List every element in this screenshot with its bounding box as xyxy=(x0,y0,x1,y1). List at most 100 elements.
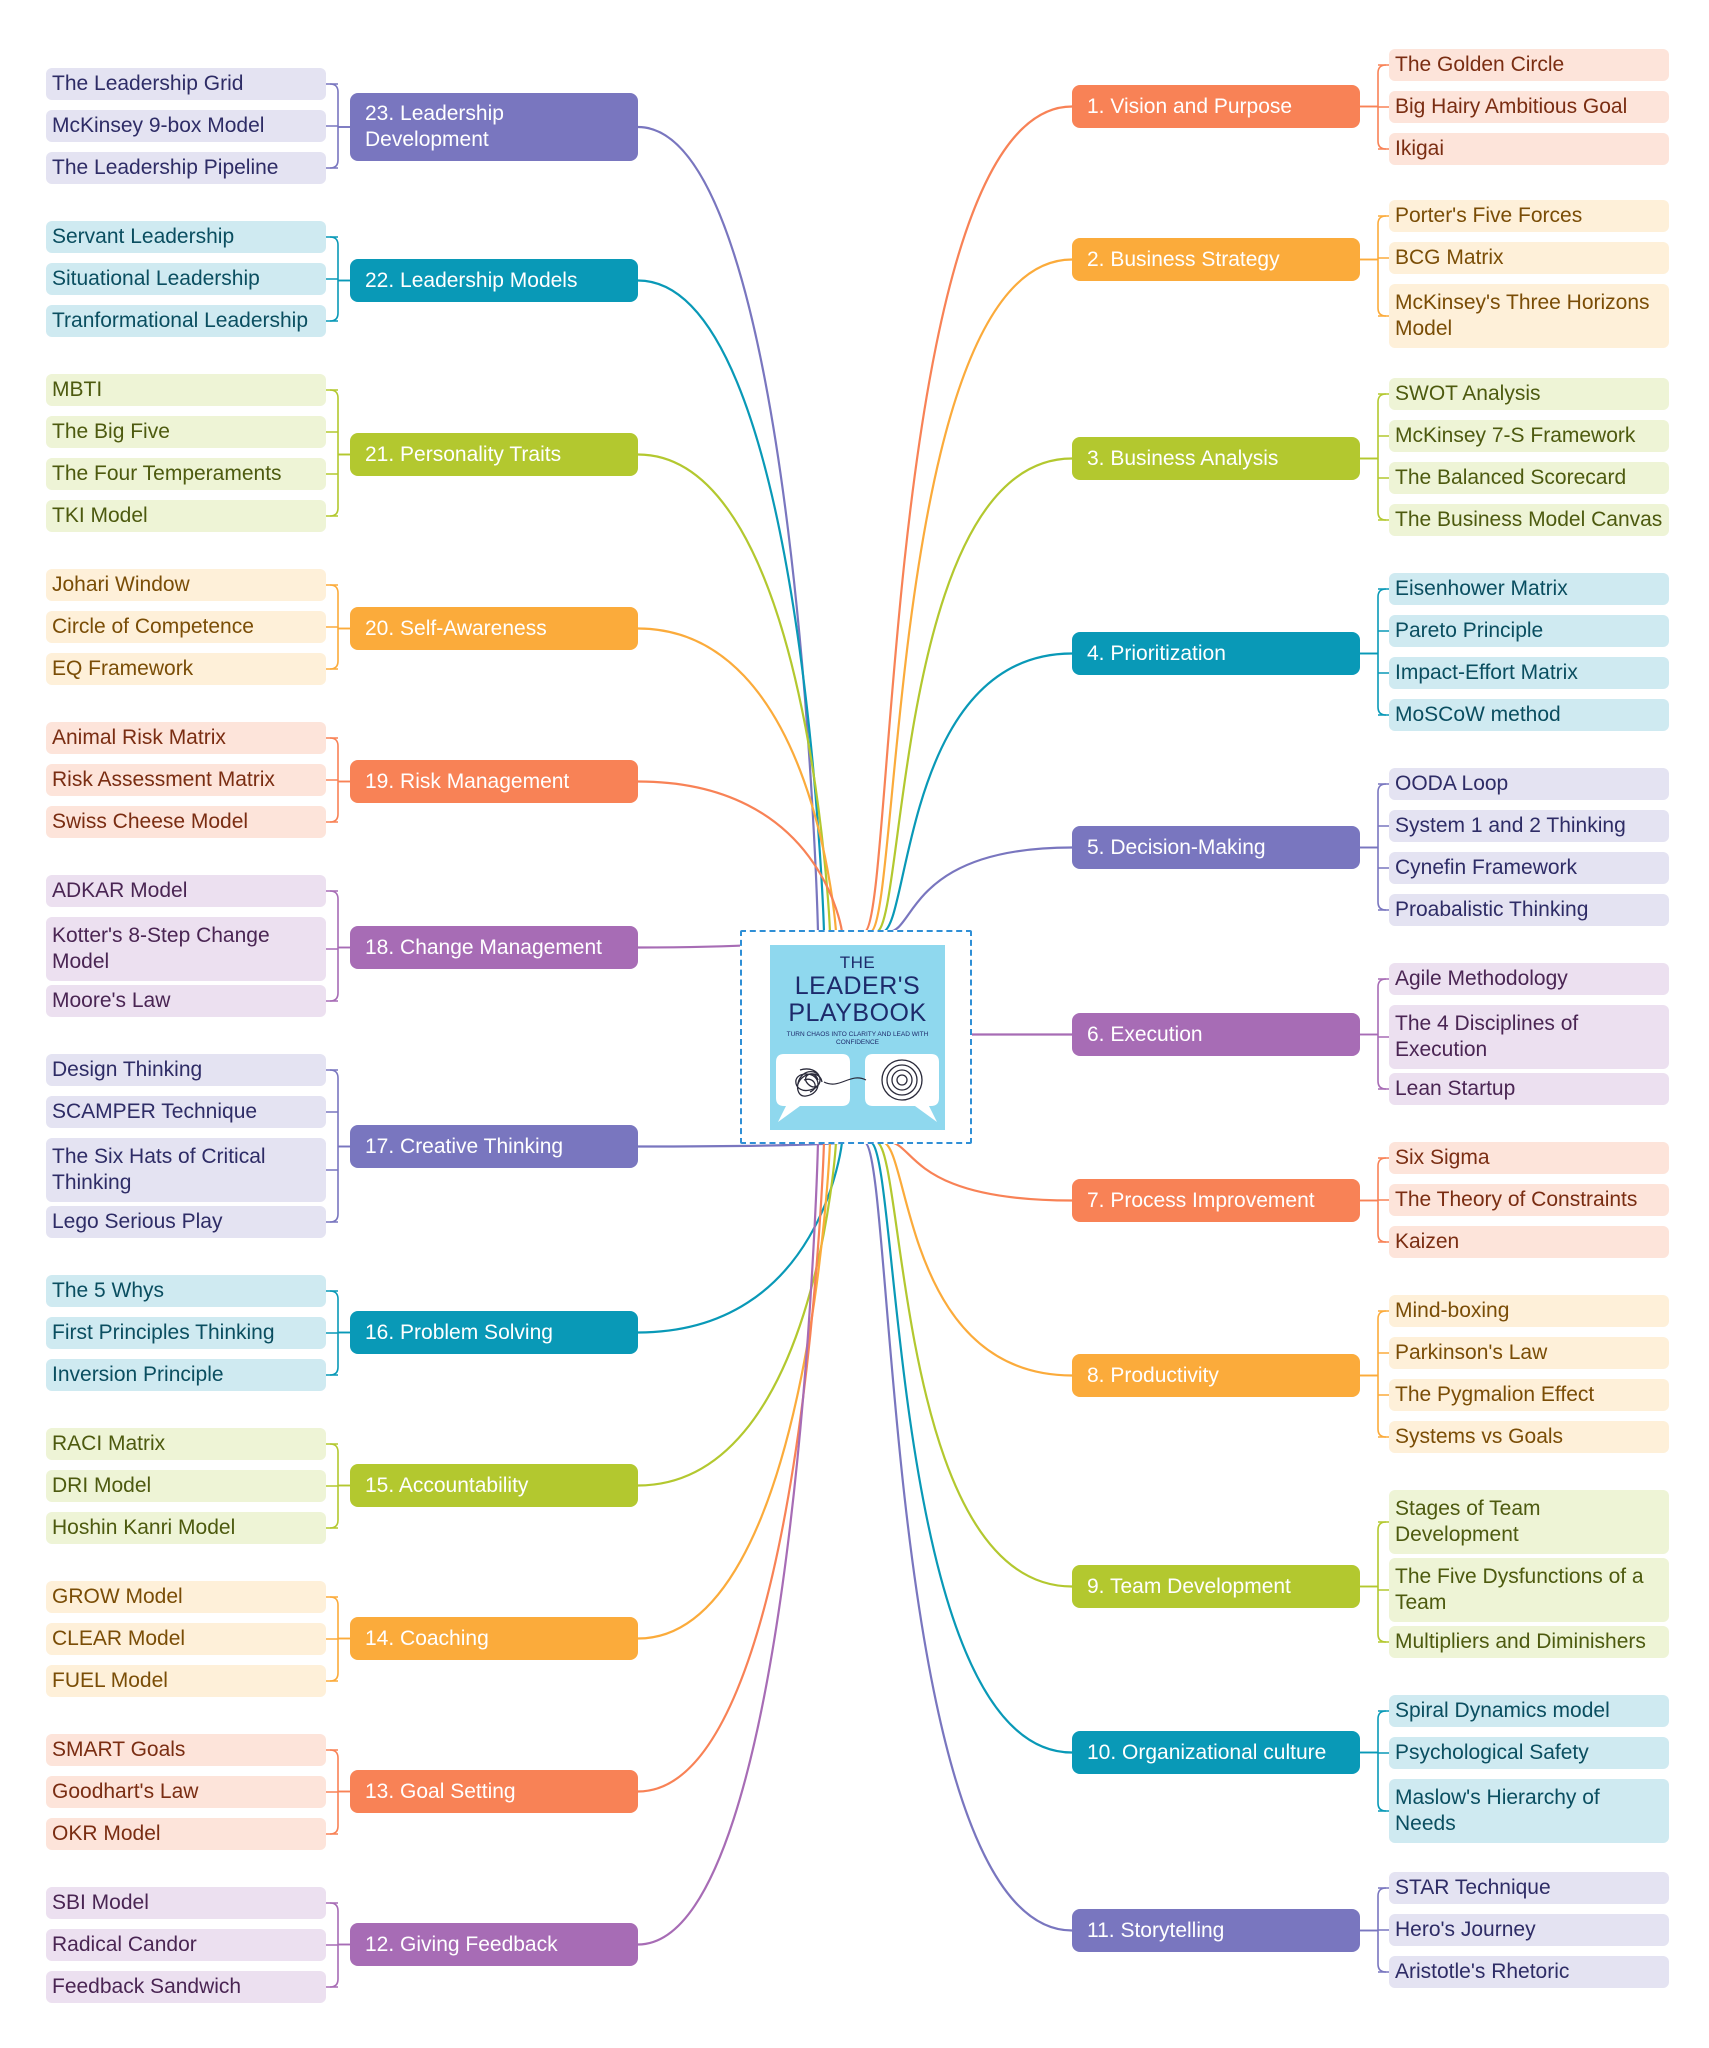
subtopic-sbi-model[interactable]: SBI Model xyxy=(46,1887,326,1919)
topic-8-productivity[interactable]: 8. Productivity xyxy=(1072,1354,1360,1397)
subtopic-inversion-principle[interactable]: Inversion Principle xyxy=(46,1359,326,1391)
subtopic-system-1-and-2-thinking[interactable]: System 1 and 2 Thinking xyxy=(1389,810,1669,842)
subtopic-psychological-safety[interactable]: Psychological Safety xyxy=(1389,1737,1669,1769)
topic-14-coaching[interactable]: 14. Coaching xyxy=(350,1617,638,1660)
subtopic-lego-serious-play[interactable]: Lego Serious Play xyxy=(46,1206,326,1238)
subtopic-parkinson-s-law[interactable]: Parkinson's Law xyxy=(1389,1337,1669,1369)
topic-11-storytelling[interactable]: 11. Storytelling xyxy=(1072,1909,1360,1952)
subtopic-proabalistic-thinking[interactable]: Proabalistic Thinking xyxy=(1389,894,1669,926)
topic-19-risk-management[interactable]: 19. Risk Management xyxy=(350,760,638,803)
subtopic-pareto-principle[interactable]: Pareto Principle xyxy=(1389,615,1669,647)
subtopic-goodhart-s-law[interactable]: Goodhart's Law xyxy=(46,1776,326,1808)
subtopic-the-four-temperaments[interactable]: The Four Temperaments xyxy=(46,458,326,490)
subtopic-the-theory-of-constraints[interactable]: The Theory of Constraints xyxy=(1389,1184,1669,1216)
subtopic-scamper-technique[interactable]: SCAMPER Technique xyxy=(46,1096,326,1128)
subtopic-hoshin-kanri-model[interactable]: Hoshin Kanri Model xyxy=(46,1512,326,1544)
subtopic-adkar-model[interactable]: ADKAR Model xyxy=(46,875,326,907)
subtopic-moore-s-law[interactable]: Moore's Law xyxy=(46,985,326,1017)
topic-18-change-management[interactable]: 18. Change Management xyxy=(350,926,638,969)
subtopic-the-balanced-scorecard[interactable]: The Balanced Scorecard xyxy=(1389,462,1669,494)
subtopic-design-thinking[interactable]: Design Thinking xyxy=(46,1054,326,1086)
subtopic-mind-boxing[interactable]: Mind-boxing xyxy=(1389,1295,1669,1327)
subtopic-eisenhower-matrix[interactable]: Eisenhower Matrix xyxy=(1389,573,1669,605)
topic-15-accountability[interactable]: 15. Accountability xyxy=(350,1464,638,1507)
subtopic-grow-model[interactable]: GROW Model xyxy=(46,1581,326,1613)
topic-7-process-improvement[interactable]: 7. Process Improvement xyxy=(1072,1179,1360,1222)
topic-20-self-awareness[interactable]: 20. Self-Awareness xyxy=(350,607,638,650)
subtopic-mbti[interactable]: MBTI xyxy=(46,374,326,406)
subtopic-spiral-dynamics-model[interactable]: Spiral Dynamics model xyxy=(1389,1695,1669,1727)
subtopic-eq-framework[interactable]: EQ Framework xyxy=(46,653,326,685)
subtopic-radical-candor[interactable]: Radical Candor xyxy=(46,1929,326,1961)
subtopic-raci-matrix[interactable]: RACI Matrix xyxy=(46,1428,326,1460)
topic-6-execution[interactable]: 6. Execution xyxy=(1072,1013,1360,1056)
topic-5-decision-making[interactable]: 5. Decision-Making xyxy=(1072,826,1360,869)
topic-21-personality-traits[interactable]: 21. Personality Traits xyxy=(350,433,638,476)
subtopic-the-business-model-canvas[interactable]: The Business Model Canvas xyxy=(1389,504,1669,536)
subtopic-mckinsey-9-box-model[interactable]: McKinsey 9-box Model xyxy=(46,110,326,142)
subtopic-star-technique[interactable]: STAR Technique xyxy=(1389,1872,1669,1904)
subtopic-feedback-sandwich[interactable]: Feedback Sandwich xyxy=(46,1971,326,2003)
topic-22-leadership-models[interactable]: 22. Leadership Models xyxy=(350,259,638,302)
topic-10-organizational-culture[interactable]: 10. Organizational culture xyxy=(1072,1731,1360,1774)
subtopic-label: Multipliers and Diminishers xyxy=(1395,1629,1646,1655)
subtopic-aristotle-s-rhetoric[interactable]: Aristotle's Rhetoric xyxy=(1389,1956,1669,1988)
topic-4-prioritization[interactable]: 4. Prioritization xyxy=(1072,632,1360,675)
subtopic-clear-model[interactable]: CLEAR Model xyxy=(46,1623,326,1655)
subtopic-okr-model[interactable]: OKR Model xyxy=(46,1818,326,1850)
subtopic-johari-window[interactable]: Johari Window xyxy=(46,569,326,601)
subtopic-the-leadership-pipeline[interactable]: The Leadership Pipeline xyxy=(46,152,326,184)
subtopic-first-principles-thinking[interactable]: First Principles Thinking xyxy=(46,1317,326,1349)
subtopic-multipliers-and-diminishers[interactable]: Multipliers and Diminishers xyxy=(1389,1626,1669,1658)
topic-9-team-development[interactable]: 9. Team Development xyxy=(1072,1565,1360,1608)
topic-13-goal-setting[interactable]: 13. Goal Setting xyxy=(350,1770,638,1813)
subtopic-the-big-five[interactable]: The Big Five xyxy=(46,416,326,448)
subtopic-systems-vs-goals[interactable]: Systems vs Goals xyxy=(1389,1421,1669,1453)
subtopic-bcg-matrix[interactable]: BCG Matrix xyxy=(1389,242,1669,274)
subtopic-ooda-loop[interactable]: OODA Loop xyxy=(1389,768,1669,800)
topic-16-problem-solving[interactable]: 16. Problem Solving xyxy=(350,1311,638,1354)
subtopic-lean-startup[interactable]: Lean Startup xyxy=(1389,1073,1669,1105)
subtopic-porter-s-five-forces[interactable]: Porter's Five Forces xyxy=(1389,200,1669,232)
topic-12-giving-feedback[interactable]: 12. Giving Feedback xyxy=(350,1923,638,1966)
subtopic-situational-leadership[interactable]: Situational Leadership xyxy=(46,263,326,295)
subtopic-moscow-method[interactable]: MoSCoW method xyxy=(1389,699,1669,731)
topic-1-vision-and-purpose[interactable]: 1. Vision and Purpose xyxy=(1072,85,1360,128)
subtopic-tranformational-leadership[interactable]: Tranformational Leadership xyxy=(46,305,326,337)
subtopic-circle-of-competence[interactable]: Circle of Competence xyxy=(46,611,326,643)
subtopic-animal-risk-matrix[interactable]: Animal Risk Matrix xyxy=(46,722,326,754)
subtopic-impact-effort-matrix[interactable]: Impact-Effort Matrix xyxy=(1389,657,1669,689)
subtopic-swot-analysis[interactable]: SWOT Analysis xyxy=(1389,378,1669,410)
subtopic-the-golden-circle[interactable]: The Golden Circle xyxy=(1389,49,1669,81)
subtopic-the-leadership-grid[interactable]: The Leadership Grid xyxy=(46,68,326,100)
subtopic-the-5-whys[interactable]: The 5 Whys xyxy=(46,1275,326,1307)
subtopic-big-hairy-ambitious-goal[interactable]: Big Hairy Ambitious Goal xyxy=(1389,91,1669,123)
subtopic-risk-assessment-matrix[interactable]: Risk Assessment Matrix xyxy=(46,764,326,796)
subtopic-label-line: Cynefin Framework xyxy=(1395,856,1578,879)
subtopic-ikigai[interactable]: Ikigai xyxy=(1389,133,1669,165)
subtopic-cynefin-framework[interactable]: Cynefin Framework xyxy=(1389,852,1669,884)
topic-2-business-strategy[interactable]: 2. Business Strategy xyxy=(1072,238,1360,281)
subtopic-agile-methodology[interactable]: Agile Methodology xyxy=(1389,963,1669,995)
topic-17-creative-thinking[interactable]: 17. Creative Thinking xyxy=(350,1125,638,1168)
topic-3-business-analysis[interactable]: 3. Business Analysis xyxy=(1072,437,1360,480)
subtopic-hero-s-journey[interactable]: Hero's Journey xyxy=(1389,1914,1669,1946)
subtopic-the-pygmalion-effect[interactable]: The Pygmalion Effect xyxy=(1389,1379,1669,1411)
subtopic-servant-leadership[interactable]: Servant Leadership xyxy=(46,221,326,253)
subtopic-mckinsey-7-s-framework[interactable]: McKinsey 7-S Framework xyxy=(1389,420,1669,452)
subtopic-fuel-model[interactable]: FUEL Model xyxy=(46,1665,326,1697)
subtopic-smart-goals[interactable]: SMART Goals xyxy=(46,1734,326,1766)
subtopic-six-sigma[interactable]: Six Sigma xyxy=(1389,1142,1669,1174)
subtopic-dri-model[interactable]: DRI Model xyxy=(46,1470,326,1502)
subtopic-swiss-cheese-model[interactable]: Swiss Cheese Model xyxy=(46,806,326,838)
subtopic-kaizen[interactable]: Kaizen xyxy=(1389,1226,1669,1258)
subtopic-tki-model[interactable]: TKI Model xyxy=(46,500,326,532)
